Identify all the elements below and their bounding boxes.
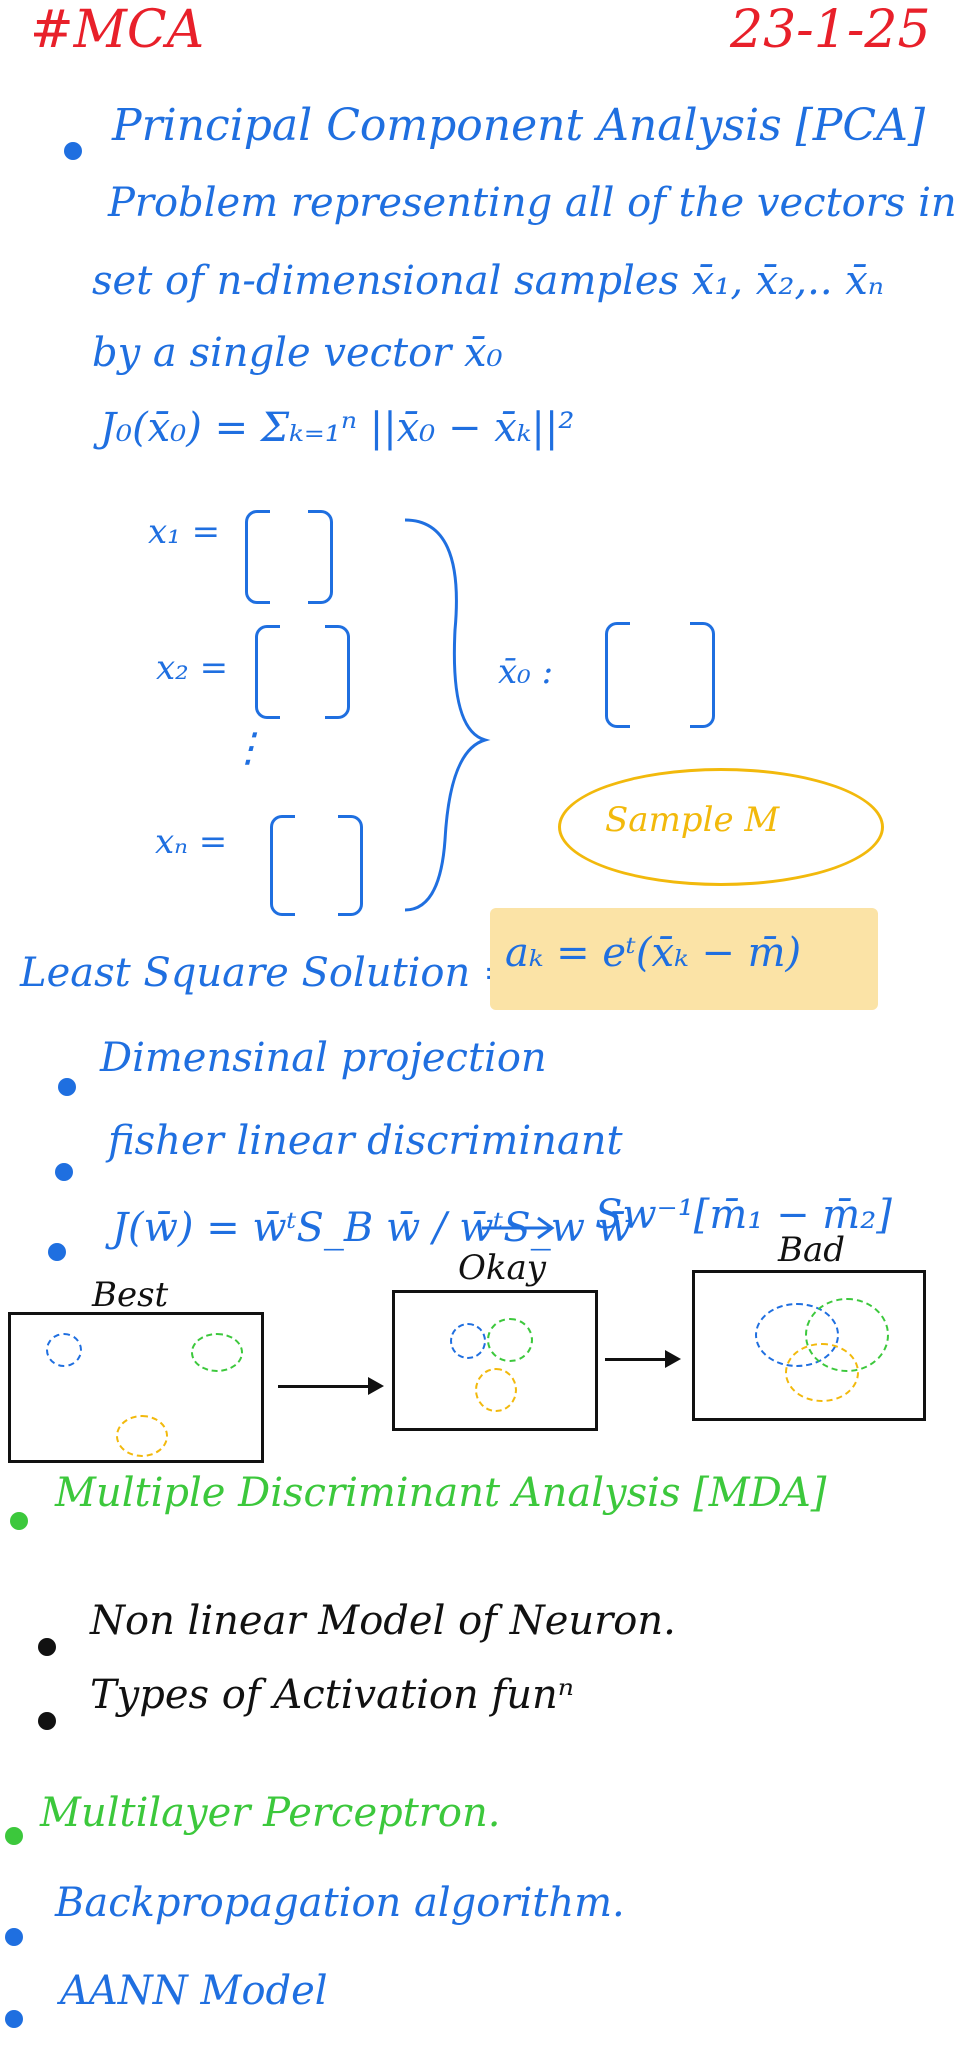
cluster-yellow: [475, 1368, 517, 1412]
left-brace: [605, 622, 630, 728]
cluster-yellow: [785, 1343, 859, 1402]
panel-okay: [392, 1290, 598, 1431]
sample-mean-ellipse: [558, 768, 884, 886]
cluster-blue: [46, 1333, 82, 1367]
bullet-dot: [48, 1243, 66, 1261]
note-date: 23-1-25: [730, 0, 931, 60]
grouping-brace-icon: [404, 518, 491, 912]
bullet-dot: [10, 1512, 28, 1530]
panel-okay-label: Okay: [458, 1248, 546, 1288]
left-brace: [270, 815, 295, 916]
right-brace: [338, 815, 363, 916]
bullet-dot: [64, 142, 82, 160]
vector-x1-label: x₁ =: [148, 512, 221, 552]
pca-title: Principal Component Analysis [PCA]: [112, 100, 926, 151]
bullet-activation-fn: Types of Activation funⁿ: [90, 1672, 574, 1718]
topic-mlp: Multilayer Perceptron.: [40, 1790, 501, 1836]
bullet-dot: [38, 1638, 56, 1656]
bullet-fisher: fisher linear discriminant: [108, 1118, 623, 1164]
pca-problem-line2: set of n-dimensional samples x̄₁, x̄₂,..…: [92, 258, 885, 304]
panel-best: [8, 1312, 264, 1463]
left-brace: [245, 510, 270, 604]
lss-label: Least Square Solution =: [20, 950, 517, 996]
lss-formula: aₖ = eᵗ(x̄ₖ − m̄): [505, 930, 802, 976]
implies-arrow-icon: [482, 1216, 555, 1240]
fisher-solution: Sw⁻¹[m̄₁ − m̄₂]: [595, 1192, 892, 1238]
panel-bad-label: Bad: [778, 1230, 846, 1270]
vector-xn-label: xₙ =: [155, 822, 228, 862]
mda-title: Multiple Discriminant Analysis [MDA]: [55, 1470, 827, 1516]
arrow-line: [605, 1358, 665, 1361]
right-brace: [690, 622, 715, 728]
bullet-dot: [5, 1827, 23, 1845]
bullet-dot: [58, 1078, 76, 1096]
pca-problem-line3: by a single vector x̄₀: [92, 330, 503, 376]
note-topic: #MCA: [30, 0, 205, 60]
bullet-dot: [5, 1928, 23, 1946]
bullet-dot: [55, 1163, 73, 1181]
bullet-nonlinear-neuron: Non linear Model of Neuron.: [90, 1598, 676, 1644]
vertical-ellipsis: ⋮: [228, 725, 268, 771]
left-brace: [255, 625, 280, 719]
right-brace: [308, 510, 333, 604]
panel-bad: [692, 1270, 926, 1421]
cluster-yellow: [116, 1415, 168, 1457]
cluster-blue: [450, 1323, 486, 1359]
bullet-dot: [5, 2010, 23, 2028]
arrow-head-icon: [665, 1350, 681, 1368]
arrow-line: [278, 1385, 368, 1388]
topic-aann: AANN Model: [60, 1968, 328, 2014]
pca-problem-line1: Problem representing all of the vectors …: [108, 180, 959, 226]
lss-highlight: [490, 908, 878, 1010]
vector-x0-label: x̄₀ :: [498, 652, 554, 692]
right-brace: [325, 625, 350, 719]
bullet-dot: [38, 1712, 56, 1730]
cluster-green: [487, 1318, 533, 1362]
bullet-dimensional-projection: Dimensinal projection: [100, 1035, 547, 1081]
sample-mean-label: Sample M: [605, 800, 780, 840]
arrow-head-icon: [368, 1377, 384, 1395]
topic-backprop: Backpropagation algorithm.: [55, 1880, 625, 1926]
vector-x2-label: x₂ =: [156, 648, 229, 688]
cluster-green: [191, 1333, 243, 1372]
pca-criterion: J₀(x̄₀) = Σₖ₌₁ⁿ ||x̄₀ − x̄ₖ||²: [100, 405, 575, 451]
panel-best-label: Best: [92, 1275, 169, 1315]
